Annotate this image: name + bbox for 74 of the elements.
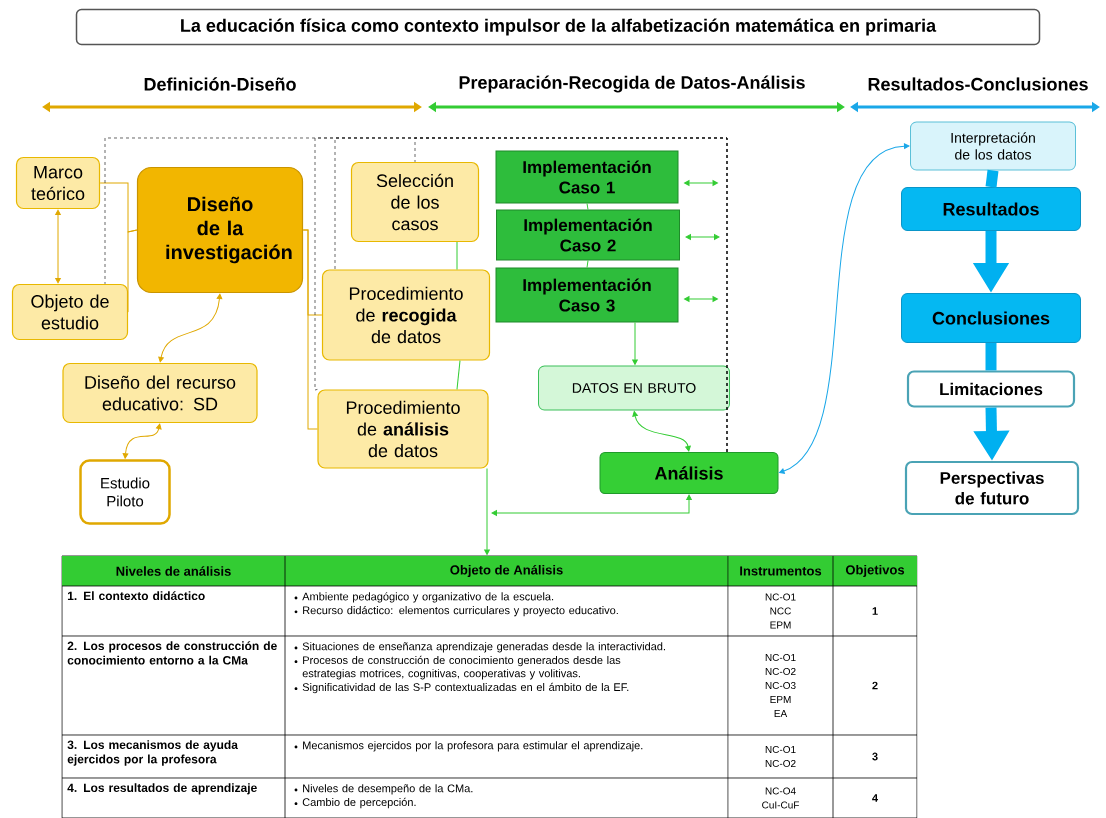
arrow — [158, 293, 223, 363]
list-item: Recurso didáctico: elementos curriculares y proyecto educativo. — [294, 606, 618, 617]
table-cell: NC-O2 — [765, 667, 796, 676]
header-cell: Niveles de análisis — [116, 566, 231, 576]
concept-box: Marco teórico — [15, 156, 101, 210]
arrow — [685, 234, 720, 240]
table-cell: NC-O1 — [765, 593, 796, 601]
table-cell: CuI-CuF — [762, 801, 799, 809]
phase-heading: Resultados-Conclusiones — [868, 77, 1088, 91]
list-item: Cambio de percepción. — [294, 797, 416, 809]
connector — [302, 229, 318, 430]
table-frame — [61, 555, 918, 818]
connector — [456, 360, 461, 390]
list-item: Niveles de desempeño de la CMa. — [294, 784, 473, 795]
connector — [985, 169, 999, 188]
table-cell: NC-O4 — [765, 787, 796, 795]
header-cell: Objeto de Análisis — [450, 564, 563, 578]
arrow — [484, 468, 490, 555]
case-box: Implementación Caso 1 — [495, 150, 679, 204]
list-item: Ambiente pedagógico y organizativo de la escuela. — [294, 592, 554, 603]
data-box: DATOS EN BRUTO — [538, 365, 730, 411]
table-cell: EPM — [770, 621, 791, 629]
table-cell: 2 — [872, 681, 878, 690]
case-box: Implementación Caso 3 — [495, 267, 679, 323]
arrow — [632, 322, 638, 365]
procedure-box: Procedimiento de análisis de datos — [317, 389, 489, 469]
concept-box: Objeto de estudio — [11, 283, 129, 341]
list-item: Significatividad de las S-P contextualizadas en el ámbito de la EF. — [294, 682, 629, 694]
list-item: Situaciones de enseñanza aprendizaje generadas desde la interactividad. — [294, 642, 665, 653]
table-cell: 4 — [872, 794, 878, 802]
phase-heading: Preparación-Recogida de Datos-Análisis — [459, 75, 805, 93]
connector — [586, 260, 589, 268]
procedure-box: Selección de los casos — [350, 161, 480, 243]
connector — [985, 343, 997, 371]
procedure-box: Procedimiento de recogida de datos — [321, 269, 491, 361]
table-cell: NC-O3 — [765, 681, 796, 690]
table-cell: NCC — [770, 607, 791, 615]
header-cell: Instrumentos — [740, 566, 822, 576]
phase-heading: Definición-Diseño — [144, 77, 296, 91]
connector — [586, 203, 589, 210]
pilot-box: Estudio Piloto — [79, 459, 171, 525]
table-cell: EPM — [770, 696, 791, 703]
result-box: Interpretación de los datos — [910, 121, 1076, 171]
list-item: Mecanismos ejercidos por la profesora para estimular el aprendizaje. — [294, 741, 643, 752]
arrow — [122, 423, 162, 459]
table-cell: 1 — [872, 607, 878, 615]
list-item: Procesos de construcción de conocimiento generados desde las estrategias motrices, cognitivas, cooperativas y volitivas. — [294, 655, 621, 680]
result-box: Resultados — [901, 187, 1081, 231]
table-cell: 4. Los resultados de aprendizaje — [67, 783, 257, 795]
table-cell: NC-O1 — [765, 653, 796, 662]
result-box: Limitaciones — [906, 370, 1076, 408]
table-cell: 2. Los procesos de construcción de conocimiento entorno a la CMa — [67, 641, 277, 665]
connector — [456, 241, 458, 270]
main-box: Diseño de la investigación — [136, 166, 304, 294]
connector — [127, 229, 138, 313]
table-cell: NC-O2 — [765, 759, 796, 768]
table-cell: NC-O1 — [765, 745, 796, 754]
table-cell: 1. El contexto didáctico — [67, 591, 205, 601]
table-cell: 3. Los mecanismos de ayuda ejercidos por la profesora — [67, 740, 238, 766]
result-box: Conclusiones — [901, 293, 1081, 343]
arrow — [684, 296, 718, 302]
analysis-box: Análisis — [599, 452, 779, 494]
case-box: Implementación Caso 2 — [496, 209, 680, 261]
header-cell: Objetivos — [845, 564, 905, 578]
table-cell: 3 — [872, 752, 878, 761]
concept-box: Diseño del recurso educativo: SD — [62, 362, 258, 424]
arrow — [491, 494, 692, 516]
arrow — [55, 209, 61, 284]
arrow — [779, 143, 910, 474]
arrow — [684, 180, 718, 186]
table-cell: EA — [774, 710, 788, 717]
arrow — [632, 411, 691, 452]
title-box: La educación física como contexto impulsor de la alfabetización matemática en primaria — [75, 8, 1041, 46]
result-box: Perspectivas de futuro — [904, 460, 1080, 516]
